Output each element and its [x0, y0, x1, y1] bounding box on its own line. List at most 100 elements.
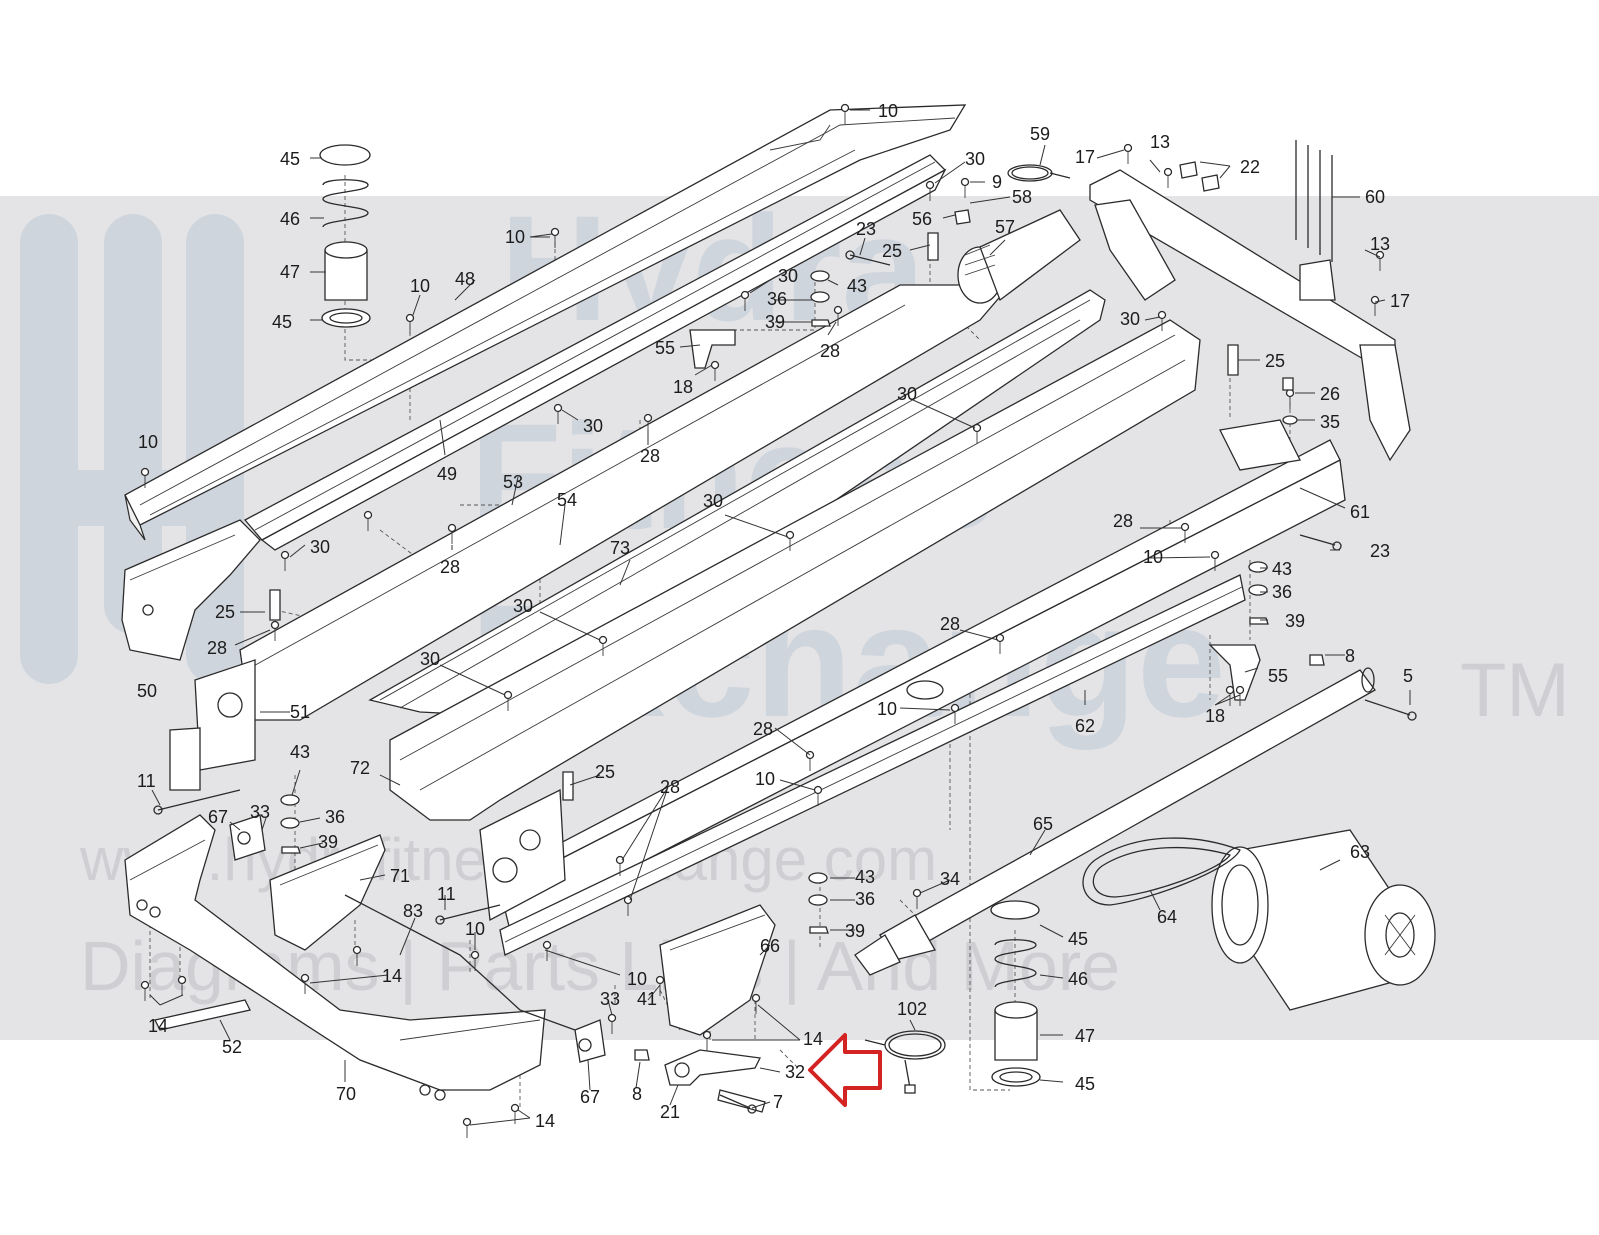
callout-c20: 25	[882, 241, 902, 261]
callout-c12: 22	[1240, 157, 1260, 177]
hardware-screws	[140, 103, 1385, 1138]
callout-c79: 43	[855, 867, 875, 887]
part-102-wire-harness	[864, 1030, 946, 1094]
callout-c71: 28	[660, 777, 680, 797]
callout-c46: 43	[1272, 559, 1292, 579]
callout-c47: 36	[1272, 582, 1292, 602]
callout-c39: 53	[503, 472, 523, 492]
callout-c29: 17	[1390, 291, 1410, 311]
callout-labels: 10 45 46 47 45 10 48 10 59 17 13 22 60 3…	[137, 101, 1413, 1131]
part-64-drive-belt	[1082, 837, 1241, 906]
callout-c97: 14	[803, 1029, 823, 1049]
callout-c14: 30	[965, 149, 985, 169]
callout-c27: 18	[673, 377, 693, 397]
part-62-lower-rail	[499, 574, 1246, 956]
callout-c92: 14	[148, 1016, 168, 1036]
callout-c84: 83	[403, 901, 423, 921]
callout-c32: 26	[1320, 384, 1340, 404]
callout-c102: 8	[632, 1084, 642, 1104]
callout-c31: 25	[1265, 351, 1285, 371]
callout-c57: 8	[1345, 646, 1355, 666]
callout-c5: 45	[272, 312, 292, 332]
part-11-bolts	[153, 250, 1342, 925]
part-66-end-cap	[659, 904, 776, 1036]
callout-c104: 7	[773, 1092, 783, 1112]
callout-c91: 46	[1068, 969, 1088, 989]
callout-c81: 34	[940, 869, 960, 889]
callout-c94: 33	[600, 989, 620, 1009]
part-52-pad	[154, 999, 251, 1031]
callout-c36: 28	[640, 446, 660, 466]
callout-c7: 48	[455, 269, 475, 289]
part-83-cable	[344, 894, 576, 1031]
isolator-stack-right	[990, 900, 1041, 1087]
callout-c99: 32	[785, 1062, 805, 1082]
callout-c21: 30	[778, 266, 798, 286]
callout-c56: 55	[1268, 666, 1288, 686]
callout-c76: 71	[390, 866, 410, 886]
callout-c59: 18	[1205, 706, 1225, 726]
callout-c37: 49	[437, 464, 457, 484]
callout-c58: 5	[1403, 666, 1413, 686]
callout-c85: 10	[465, 919, 485, 939]
callout-c52: 25	[215, 602, 235, 622]
callout-c77: 65	[1033, 814, 1053, 834]
callout-c66: 72	[350, 758, 370, 778]
callout-c38: 30	[897, 384, 917, 404]
callout-c87: 66	[760, 936, 780, 956]
part-65-elevation-tube	[854, 667, 1376, 976]
part-50-end-cap	[121, 519, 261, 661]
callout-c75: 39	[318, 832, 338, 852]
watermark-trademark: TM	[1460, 648, 1570, 733]
callout-c54: 30	[513, 596, 533, 616]
callout-c101: 67	[580, 1087, 600, 1107]
callout-c74: 36	[325, 807, 345, 827]
callout-c80: 36	[855, 889, 875, 909]
cable-ties	[1295, 140, 1333, 262]
callout-c93: 52	[222, 1037, 242, 1057]
callout-c68: 11	[137, 771, 156, 791]
callout-c33: 35	[1320, 412, 1340, 432]
callout-c82: 64	[1157, 907, 1177, 927]
callout-c26: 55	[655, 338, 675, 358]
callout-c48: 39	[1285, 611, 1305, 631]
callout-c22: 43	[847, 276, 867, 296]
part-60-front-frame	[1089, 140, 1411, 462]
callout-c16: 58	[1012, 187, 1032, 207]
callout-c60: 50	[137, 681, 157, 701]
callout-c106: 14	[535, 1111, 555, 1131]
part-63-drive-motor	[1211, 829, 1436, 1011]
diagram-linework	[121, 103, 1436, 1138]
callout-c49: 30	[310, 537, 330, 557]
callout-c42: 61	[1350, 502, 1370, 522]
callout-c88: 45	[1068, 929, 1088, 949]
callout-c17: 56	[912, 209, 932, 229]
callout-c61: 30	[420, 649, 440, 669]
callout-c15: 9	[992, 172, 1002, 192]
callout-c11: 13	[1150, 132, 1170, 152]
rear-roller-assembly	[479, 788, 566, 922]
callout-c13: 60	[1365, 187, 1385, 207]
callout-c43: 28	[1113, 511, 1133, 531]
callout-c24: 39	[765, 312, 785, 332]
callout-c65: 28	[753, 719, 773, 739]
callout-c35: 30	[583, 416, 603, 436]
callout-c28: 13	[1370, 234, 1390, 254]
callout-c53: 28	[207, 638, 227, 658]
callout-c30: 30	[1120, 309, 1140, 329]
part-55-brackets	[689, 329, 1261, 701]
callout-c44: 23	[1370, 541, 1390, 561]
callout-c50: 28	[440, 557, 460, 577]
callout-c45: 10	[1143, 547, 1163, 567]
callout-c1: 10	[878, 101, 898, 121]
callout-c19: 23	[856, 219, 876, 239]
callout-c89: 14	[382, 966, 402, 986]
callout-c78: 63	[1350, 842, 1370, 862]
callout-c100: 70	[336, 1084, 356, 1104]
callout-c25: 28	[820, 341, 840, 361]
callout-c67: 43	[290, 742, 310, 762]
callout-c34: 10	[138, 432, 158, 452]
hardware-washers-nuts	[269, 161, 1325, 1061]
callout-c62: 51	[290, 702, 310, 722]
